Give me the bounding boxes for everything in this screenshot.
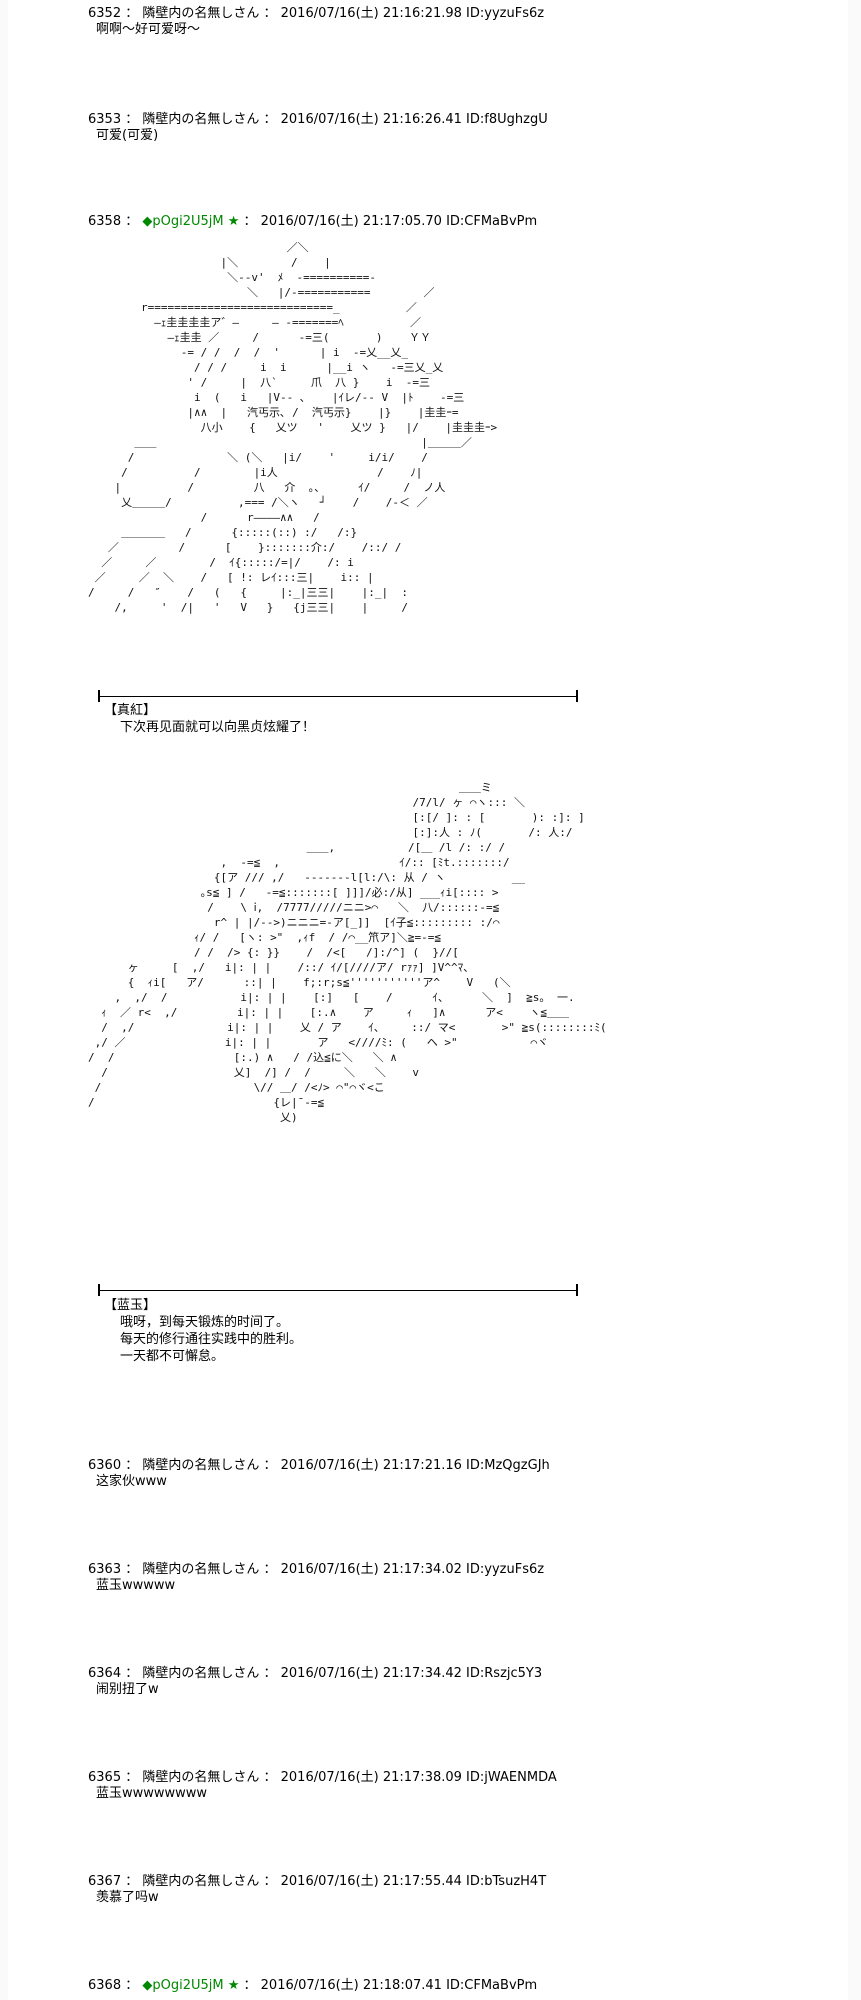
- post-date: 2016/07/16(土) 21:17:38.09: [280, 1770, 462, 1785]
- dialogue-line: 哦呀，到每天锻炼的时间了。: [120, 1315, 290, 1330]
- dialogue-line: 每天的修行通往实践中的胜利。: [120, 1332, 303, 1347]
- post-6353: 6353 ： 隣壁内の名無しさん ： 2016/07/16(土) 21:16:2…: [88, 112, 548, 144]
- post-header: 6364 ： 隣壁内の名無しさん ： 2016/07/16(土) 21:17:3…: [88, 1666, 543, 1681]
- star-icon: ★: [227, 214, 240, 229]
- poster-id: ID:Rszjc5Y3: [466, 1666, 543, 1681]
- divider-tick-left: [98, 690, 100, 702]
- post-body: 可爱(可爱): [96, 128, 159, 143]
- poster-id: ID:CFMaBvPm: [446, 1978, 538, 1993]
- post-date: 2016/07/16(土) 21:17:34.02: [280, 1562, 462, 1577]
- ascii-art-aoi: ＿＿ミ /7/l/ ヶ ⌒ヽ::: ＼ [:[/ ]: : [ ): :]: ]…: [88, 781, 607, 1124]
- caption-aoi: 【蓝玉】 哦呀，到每天锻炼的时间了。 每天的修行通往实践中的胜利。 一天都不可懈…: [104, 1297, 302, 1365]
- post-6364: 6364 ： 隣壁内の名無しさん ： 2016/07/16(土) 21:17:3…: [88, 1666, 542, 1698]
- poster-name: 隣壁内の名無しさん: [142, 6, 260, 21]
- author-trip: ◆pOgi2U5jM: [142, 214, 224, 229]
- post-6360: 6360 ： 隣壁内の名無しさん ： 2016/07/16(土) 21:17:2…: [88, 1458, 550, 1490]
- poster-name: 隣壁内の名無しさん: [142, 1874, 260, 1889]
- ascii-art-shinku: ／＼ |＼ / | ＼--v' ﾒ -==========- ＼ |/-====…: [88, 241, 498, 614]
- author-trip: ◆pOgi2U5jM: [142, 1978, 224, 1993]
- divider-tick-right: [576, 690, 578, 702]
- post-6352: 6352 ： 隣壁内の名無しさん ： 2016/07/16(土) 21:16:2…: [88, 6, 544, 38]
- post-6358: 6358 ： ◆pOgi2U5jM ★ ： 2016/07/16(土) 21:1…: [88, 214, 537, 230]
- post-body: 蓝玉wwwww: [96, 1578, 176, 1593]
- poster-id: ID:MzQgzGJh: [466, 1458, 550, 1473]
- post-header: 6367 ： 隣壁内の名無しさん ： 2016/07/16(土) 21:17:5…: [88, 1874, 547, 1889]
- post-header: 6363 ： 隣壁内の名無しさん ： 2016/07/16(土) 21:17:3…: [88, 1562, 545, 1577]
- dialogue-line: 一天都不可懈怠。: [120, 1349, 225, 1364]
- post-6363: 6363 ： 隣壁内の名無しさん ： 2016/07/16(土) 21:17:3…: [88, 1562, 544, 1594]
- poster-name: 隣壁内の名無しさん: [142, 1770, 260, 1785]
- post-date: 2016/07/16(土) 21:17:34.42: [280, 1666, 462, 1681]
- poster-id: ID:jWAENMDA: [466, 1770, 557, 1785]
- dialogue-line: 下次再见面就可以向黑贞炫耀了！: [120, 720, 316, 735]
- post-body: 闹别扭了w: [96, 1682, 159, 1697]
- divider-tick-right: [576, 1284, 578, 1296]
- post-6368: 6368 ： ◆pOgi2U5jM ★ ： 2016/07/16(土) 21:1…: [88, 1978, 537, 1994]
- poster-name: 隣壁内の名無しさん: [142, 1562, 260, 1577]
- poster-id: ID:CFMaBvPm: [446, 214, 538, 229]
- star-icon: ★: [227, 1978, 240, 1993]
- post-date: 2016/07/16(土) 21:16:26.41: [280, 112, 462, 127]
- post-date: 2016/07/16(土) 21:17:05.70: [260, 214, 442, 229]
- post-body: 这家伙www: [96, 1474, 167, 1489]
- divider-line: [98, 696, 578, 697]
- post-date: 2016/07/16(土) 21:17:21.16: [280, 1458, 462, 1473]
- post-6365: 6365 ： 隣壁内の名無しさん ： 2016/07/16(土) 21:17:3…: [88, 1770, 557, 1802]
- post-body: 羡慕了吗w: [96, 1890, 159, 1905]
- post-header: 6368 ： ◆pOgi2U5jM ★ ： 2016/07/16(土) 21:1…: [88, 1978, 538, 1993]
- post-date: 2016/07/16(土) 21:16:21.98: [280, 6, 462, 21]
- post-body: 蓝玉wwwwwwww: [96, 1786, 208, 1801]
- post-body: 啊啊～好可爱呀～: [96, 22, 201, 37]
- post-header: 6353 ： 隣壁内の名無しさん ： 2016/07/16(土) 21:16:2…: [88, 112, 548, 127]
- poster-id: ID:f8UghzgU: [466, 112, 548, 127]
- thread-panel: 6352 ： 隣壁内の名無しさん ： 2016/07/16(土) 21:16:2…: [8, 0, 848, 2000]
- divider-tick-left: [98, 1284, 100, 1296]
- post-6367: 6367 ： 隣壁内の名無しさん ： 2016/07/16(土) 21:17:5…: [88, 1874, 546, 1906]
- post-header: 6358 ： ◆pOgi2U5jM ★ ： 2016/07/16(土) 21:1…: [88, 214, 538, 229]
- post-date: 2016/07/16(土) 21:18:07.41: [260, 1978, 442, 1993]
- post-date: 2016/07/16(土) 21:17:55.44: [280, 1874, 462, 1889]
- poster-name: 隣壁内の名無しさん: [142, 1666, 260, 1681]
- post-header: 6352 ： 隣壁内の名無しさん ： 2016/07/16(土) 21:16:2…: [88, 6, 545, 21]
- caption-shinku: 【真紅】 下次再见面就可以向黑贞炫耀了！: [104, 702, 315, 736]
- poster-id: ID:yyzuFs6z: [466, 6, 545, 21]
- poster-name: 隣壁内の名無しさん: [142, 112, 260, 127]
- divider-line: [98, 1290, 578, 1291]
- poster-name: 隣壁内の名無しさん: [142, 1458, 260, 1473]
- post-header: 6365 ： 隣壁内の名無しさん ： 2016/07/16(土) 21:17:3…: [88, 1770, 557, 1785]
- post-header: 6360 ： 隣壁内の名無しさん ： 2016/07/16(土) 21:17:2…: [88, 1458, 550, 1473]
- poster-id: ID:yyzuFs6z: [466, 1562, 545, 1577]
- poster-id: ID:bTsuzH4T: [466, 1874, 547, 1889]
- speaker-label: 【蓝玉】: [104, 1298, 157, 1313]
- speaker-label: 【真紅】: [104, 703, 157, 718]
